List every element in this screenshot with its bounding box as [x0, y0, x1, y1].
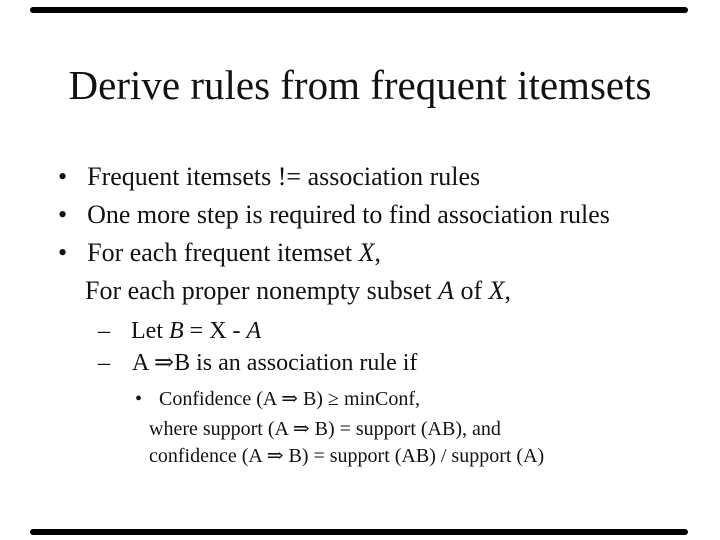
- bullet-marker: •: [58, 162, 68, 191]
- sub-bullet-item-1: –Let B = X - A: [98, 319, 261, 343]
- bullet-text: Confidence (A ⇒ B) ≥ minConf,: [159, 388, 421, 410]
- bullet-marker: •: [58, 200, 68, 229]
- sub-sub-bullet-item-1: • Confidence (A ⇒ B) ≥ minConf,: [135, 389, 420, 409]
- bullet-marker: •: [135, 388, 143, 410]
- bullet-item-3-continuation: For each proper nonempty subset A of X,: [85, 278, 511, 304]
- bullet-text: Let B = X - A: [131, 318, 262, 344]
- bullet-text: A ⇒B is an association rule if: [132, 350, 418, 376]
- sub-bullet-item-2: –A ⇒B is an association rule if: [98, 351, 417, 375]
- bullet-item-3: • For each frequent itemset X,: [58, 240, 381, 266]
- sub-sub-bullet-continuation-2: confidence (A ⇒ B) = support (AB) / supp…: [149, 446, 544, 466]
- dash-marker: –: [98, 350, 110, 376]
- dash-marker: –: [98, 318, 110, 344]
- bullet-text: One more step is required to find associ…: [87, 200, 610, 229]
- bullet-item-2: • One more step is required to find assoc…: [58, 202, 610, 228]
- bullet-text: Frequent itemsets != association rules: [87, 162, 481, 191]
- bullet-text: For each proper nonempty subset A of X,: [85, 276, 512, 305]
- bottom-border-bar: [30, 529, 688, 535]
- bullet-text: confidence (A ⇒ B) = support (AB) / supp…: [149, 445, 545, 467]
- bullet-text: For each frequent itemset X,: [87, 238, 381, 267]
- bullet-marker: •: [58, 238, 68, 267]
- top-border-bar: [30, 7, 688, 13]
- sub-sub-bullet-continuation-1: where support (A ⇒ B) = support (AB), an…: [149, 419, 501, 439]
- slide-title: Derive rules from frequent itemsets: [68, 62, 652, 108]
- bullet-item-1: • Frequent itemsets != association rules: [58, 164, 480, 190]
- bullet-text: where support (A ⇒ B) = support (AB), an…: [149, 418, 501, 440]
